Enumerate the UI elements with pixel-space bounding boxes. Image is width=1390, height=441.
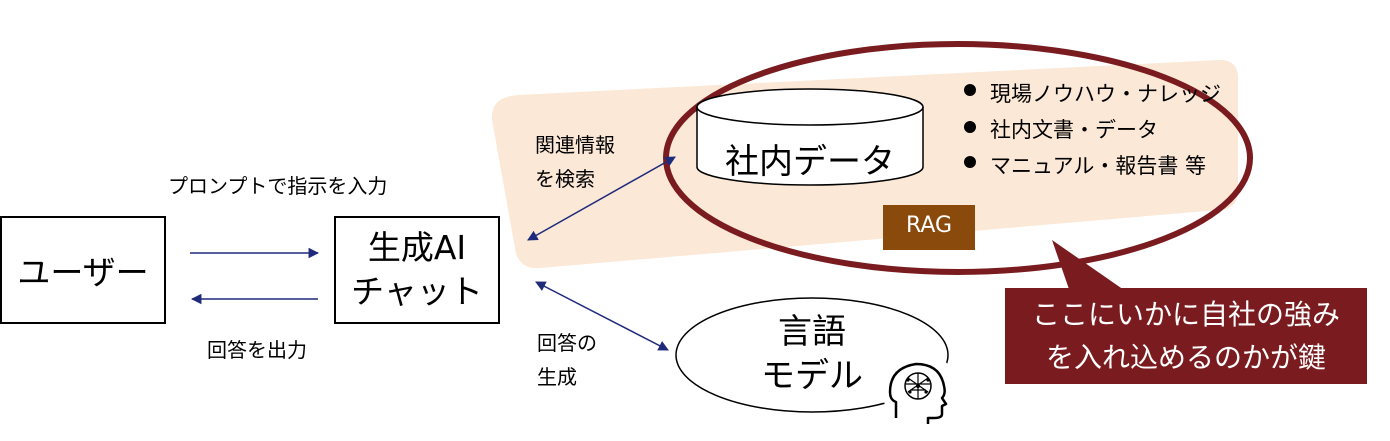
data-item: マニュアル・報告書 等	[990, 154, 1207, 178]
arrow-search	[527, 156, 676, 241]
bullet-dot	[964, 84, 976, 96]
language-model-line2: モデル	[761, 356, 863, 396]
chat-box-line2: チャット	[351, 272, 483, 311]
rag-badge: RAG	[905, 213, 953, 238]
chat-box: 生成AI チャット	[334, 216, 500, 324]
callout-pointer	[1052, 240, 1124, 292]
callout-line2: を入れ込めるのかが鍵	[1045, 341, 1326, 374]
bullet-dot	[964, 156, 976, 168]
callout-line1: ここにいかに自社の強み	[1031, 298, 1340, 331]
data-item: 現場ノウハウ・ナレッジ	[990, 82, 1221, 106]
prompt-label: プロンプトで指示を入力	[168, 174, 388, 198]
callout-box-bg	[1005, 288, 1367, 384]
user-box-label: ユーザー	[17, 253, 149, 292]
arrow-generate	[535, 281, 669, 351]
user-box: ユーザー	[0, 216, 166, 324]
rag-badge-bg	[883, 205, 975, 250]
callout-text: ここにいかに自社の強み を入れ込めるのかが鍵	[1005, 293, 1367, 379]
generate-label: 回答の 生成	[537, 326, 597, 394]
language-model-line1: 言語	[778, 312, 846, 352]
search-label-line1: 関連情報	[535, 133, 615, 157]
ai-head-icon	[882, 352, 958, 428]
generate-label-line1: 回答の	[537, 331, 597, 355]
company-data-label: 社内データ	[725, 142, 895, 182]
language-model-ellipse	[675, 297, 949, 413]
bullet-dot	[964, 121, 976, 133]
language-model-label: 言語 モデル	[700, 310, 924, 398]
search-label-line2: を検索	[535, 167, 595, 191]
generate-label-line2: 生成	[537, 365, 577, 389]
database-cylinder	[696, 88, 924, 186]
search-label: 関連情報 を検索	[535, 128, 615, 196]
chat-box-line1: 生成AI	[367, 228, 467, 267]
answer-output-label: 回答を出力	[207, 338, 307, 362]
data-items-list: 現場ノウハウ・ナレッジ 社内文書・データ マニュアル・報告書 等	[990, 76, 1221, 184]
data-item: 社内文書・データ	[990, 118, 1158, 142]
